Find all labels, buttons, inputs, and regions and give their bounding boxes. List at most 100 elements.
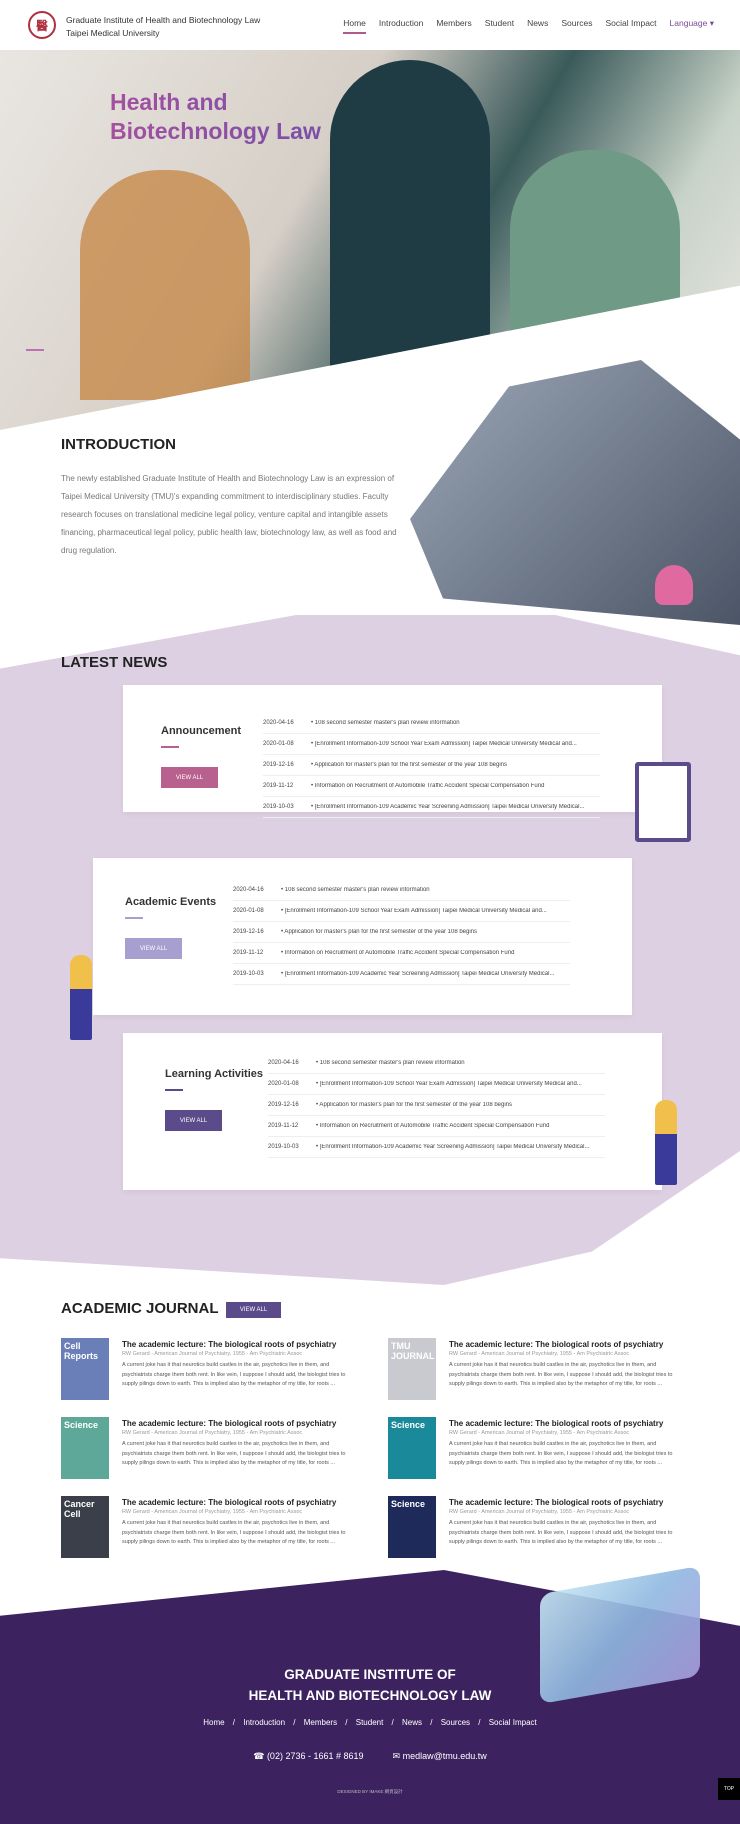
card-title: Academic Events bbox=[125, 896, 217, 908]
news-row[interactable]: 2019-11-12• Information on Recruitment o… bbox=[233, 943, 570, 964]
news-list: 2020-04-16 • 108 second semester master's… bbox=[233, 880, 570, 985]
journal-cover[interactable]: TMU JOURNAL bbox=[388, 1338, 436, 1400]
mail-icon: ✉ bbox=[392, 1751, 401, 1761]
news-title[interactable]: • Application for master's plan for the … bbox=[281, 929, 478, 935]
news-title[interactable]: • 108 second semester master's plan revi… bbox=[316, 1060, 465, 1066]
news-title[interactable]: • Application for master's plan for the … bbox=[316, 1102, 513, 1108]
news-title[interactable]: • [Enrollment Information-109 School Yea… bbox=[281, 908, 547, 914]
designer-credit[interactable]: DESIGNED BY IMAKE 網頁設計 bbox=[337, 1789, 403, 1794]
university-logo[interactable]: 醫 bbox=[28, 11, 56, 39]
site-header: 醫 Graduate Institute of Health and Biote… bbox=[0, 0, 740, 50]
news-row[interactable]: 2020-01-08 • [Enrollment Information-109 … bbox=[263, 734, 600, 755]
nav-members[interactable]: Members bbox=[436, 18, 472, 28]
footer-link-news[interactable]: News bbox=[402, 1718, 423, 1727]
news-title[interactable]: • 108 second semester master's plan revi… bbox=[311, 720, 460, 726]
nav-home[interactable]: Home bbox=[343, 18, 366, 34]
card-title: Announcement bbox=[161, 725, 242, 737]
news-title[interactable]: • Information on Recruitment of Automobi… bbox=[316, 1123, 550, 1129]
latest-news-heading: LATEST NEWS bbox=[61, 654, 168, 671]
journal-title[interactable]: The academic lecture: The biological roo… bbox=[122, 1498, 337, 1507]
news-row[interactable]: 2020-04-16• 108 second semester master's… bbox=[268, 1053, 605, 1074]
footer-link-social-impact[interactable]: Social Impact bbox=[488, 1718, 537, 1727]
link-separator: / bbox=[291, 1718, 298, 1727]
email-link[interactable]: medlaw@tmu.edu.tw bbox=[402, 1751, 487, 1761]
journal-title[interactable]: The academic lecture: The biological roo… bbox=[122, 1340, 337, 1349]
journal-source: RW Gerard - American Journal of Psychiat… bbox=[449, 1351, 630, 1357]
hero-photo-person bbox=[330, 60, 490, 380]
journal-source: RW Gerard - American Journal of Psychiat… bbox=[122, 1430, 303, 1436]
news-row[interactable]: 2019-10-03• [Enrollment Information-109 … bbox=[233, 964, 570, 985]
news-row[interactable]: 2020-01-08• [Enrollment Information-109 … bbox=[233, 901, 570, 922]
news-title[interactable]: • 108 second semester master's plan revi… bbox=[281, 887, 430, 893]
news-row[interactable]: 2019-12-16 • Application for master's pla… bbox=[233, 922, 570, 943]
news-title[interactable]: • Application for master's plan for the … bbox=[311, 762, 508, 768]
journal-cover[interactable]: Science bbox=[388, 1417, 436, 1479]
news-date: 2020-04-16 bbox=[233, 887, 264, 893]
hero-title-line: Biotechnology Law bbox=[110, 118, 321, 144]
news-list: 2020-04-16• 108 second semester master's… bbox=[263, 713, 600, 818]
journal-excerpt: A current joke has it that neurotics bui… bbox=[449, 1441, 673, 1466]
footer-contact: ☎ (02) 2736 - 1661 # 8619 ✉ medlaw@tmu.e… bbox=[0, 1751, 740, 1762]
title-underline bbox=[125, 917, 143, 919]
footer-link-student[interactable]: Student bbox=[355, 1718, 384, 1727]
footer-link-introduction[interactable]: Introduction bbox=[243, 1718, 286, 1727]
view-all-button[interactable]: VIEW ALL bbox=[165, 1110, 222, 1131]
news-title[interactable]: • [Enrollment Information-109 School Yea… bbox=[316, 1081, 582, 1087]
journal-item[interactable]: TMU JOURNAL The academic lecture: The bio… bbox=[388, 1338, 708, 1400]
link-separator: / bbox=[428, 1718, 435, 1727]
news-title[interactable]: • [Enrollment Information-109 School Yea… bbox=[311, 741, 577, 747]
card-title: Learning Activities bbox=[165, 1068, 264, 1080]
journal-source: RW Gerard - American Journal of Psychiat… bbox=[449, 1430, 630, 1436]
journal-title[interactable]: The academic lecture: The biological roo… bbox=[449, 1419, 664, 1428]
journal-item[interactable]: Cell Reports The academic lecture: The bi… bbox=[61, 1338, 381, 1400]
slider-indicator[interactable] bbox=[26, 349, 44, 351]
nav-social-impact[interactable]: Social Impact bbox=[605, 18, 657, 28]
news-row[interactable]: 2019-12-16 • Application for master's pla… bbox=[263, 755, 600, 776]
academic-journal-heading: ACADEMIC JOURNAL bbox=[61, 1300, 219, 1317]
view-all-button[interactable]: VIEW ALL bbox=[125, 938, 182, 959]
news-row[interactable]: 2019-12-16• Application for master's pla… bbox=[268, 1095, 605, 1116]
nav-student[interactable]: Student bbox=[484, 18, 515, 28]
news-date: 2020-01-08 bbox=[263, 741, 294, 747]
footer-link-members[interactable]: Members bbox=[303, 1718, 338, 1727]
back-to-top-button[interactable]: TOP bbox=[718, 1778, 740, 1800]
journal-title[interactable]: The academic lecture: The biological roo… bbox=[449, 1498, 664, 1507]
news-row[interactable]: 2020-01-08• [Enrollment Information-109 … bbox=[268, 1074, 605, 1095]
footer-link-sources[interactable]: Sources bbox=[440, 1718, 471, 1727]
news-title[interactable]: • [Enrollment Information-109 Academic Y… bbox=[281, 971, 555, 977]
journal-item[interactable]: Science The academic lecture: The biologi… bbox=[388, 1496, 708, 1558]
language-dropdown[interactable]: Language ▾ bbox=[669, 18, 714, 28]
footer-link-home[interactable]: Home bbox=[203, 1718, 225, 1727]
news-title[interactable]: • [Enrollment Information-109 Academic Y… bbox=[316, 1144, 590, 1150]
news-row[interactable]: 2020-04-16 • 108 second semester master's… bbox=[233, 880, 570, 901]
journal-excerpt: A current joke has it that neurotics bui… bbox=[122, 1362, 346, 1387]
journal-view-all-button[interactable]: VIEW ALL bbox=[226, 1302, 281, 1318]
news-title[interactable]: • [Enrollment Information-109 Academic Y… bbox=[311, 804, 585, 810]
link-separator: / bbox=[343, 1718, 350, 1727]
phone-number[interactable]: (02) 2736 - 1661 # 8619 bbox=[266, 1751, 364, 1761]
news-row[interactable]: 2019-11-12• Information on Recruitment o… bbox=[263, 776, 600, 797]
news-title[interactable]: • Information on Recruitment of Automobi… bbox=[281, 950, 515, 956]
news-list: 2020-04-16• 108 second semester master's… bbox=[268, 1053, 605, 1158]
news-row[interactable]: 2020-04-16• 108 second semester master's… bbox=[263, 713, 600, 734]
news-row[interactable]: 2019-10-03• [Enrollment Information-109 … bbox=[268, 1137, 605, 1158]
journal-item[interactable]: Science The academic lecture: The biologi… bbox=[61, 1417, 381, 1479]
news-row[interactable]: 2019-10-03• [Enrollment Information-109 … bbox=[263, 797, 600, 818]
news-title[interactable]: • Information on Recruitment of Automobi… bbox=[311, 783, 545, 789]
journal-item[interactable]: Science The academic lecture: The biologi… bbox=[388, 1417, 708, 1479]
news-date: 2019-12-16 bbox=[263, 762, 294, 768]
nav-introduction[interactable]: Introduction bbox=[378, 18, 424, 28]
news-date: 2019-12-16 bbox=[233, 929, 264, 935]
journal-cover[interactable]: Science bbox=[61, 1417, 109, 1479]
nav-news[interactable]: News bbox=[527, 18, 549, 28]
journal-title[interactable]: The academic lecture: The biological roo… bbox=[122, 1419, 337, 1428]
journal-item[interactable]: Cancer Cell The academic lecture: The bio… bbox=[61, 1496, 381, 1558]
journal-title[interactable]: The academic lecture: The biological roo… bbox=[449, 1340, 664, 1349]
journal-cover[interactable]: Cancer Cell bbox=[61, 1496, 109, 1558]
journal-cover[interactable]: Cell Reports bbox=[61, 1338, 109, 1400]
journal-cover[interactable]: Science bbox=[388, 1496, 436, 1558]
view-all-button[interactable]: VIEW ALL bbox=[161, 767, 218, 788]
brand-name[interactable]: Graduate Institute of Health and Biotech… bbox=[66, 14, 260, 40]
nav-sources[interactable]: Sources bbox=[561, 18, 593, 28]
news-row[interactable]: 2019-11-12• Information on Recruitment o… bbox=[268, 1116, 605, 1137]
